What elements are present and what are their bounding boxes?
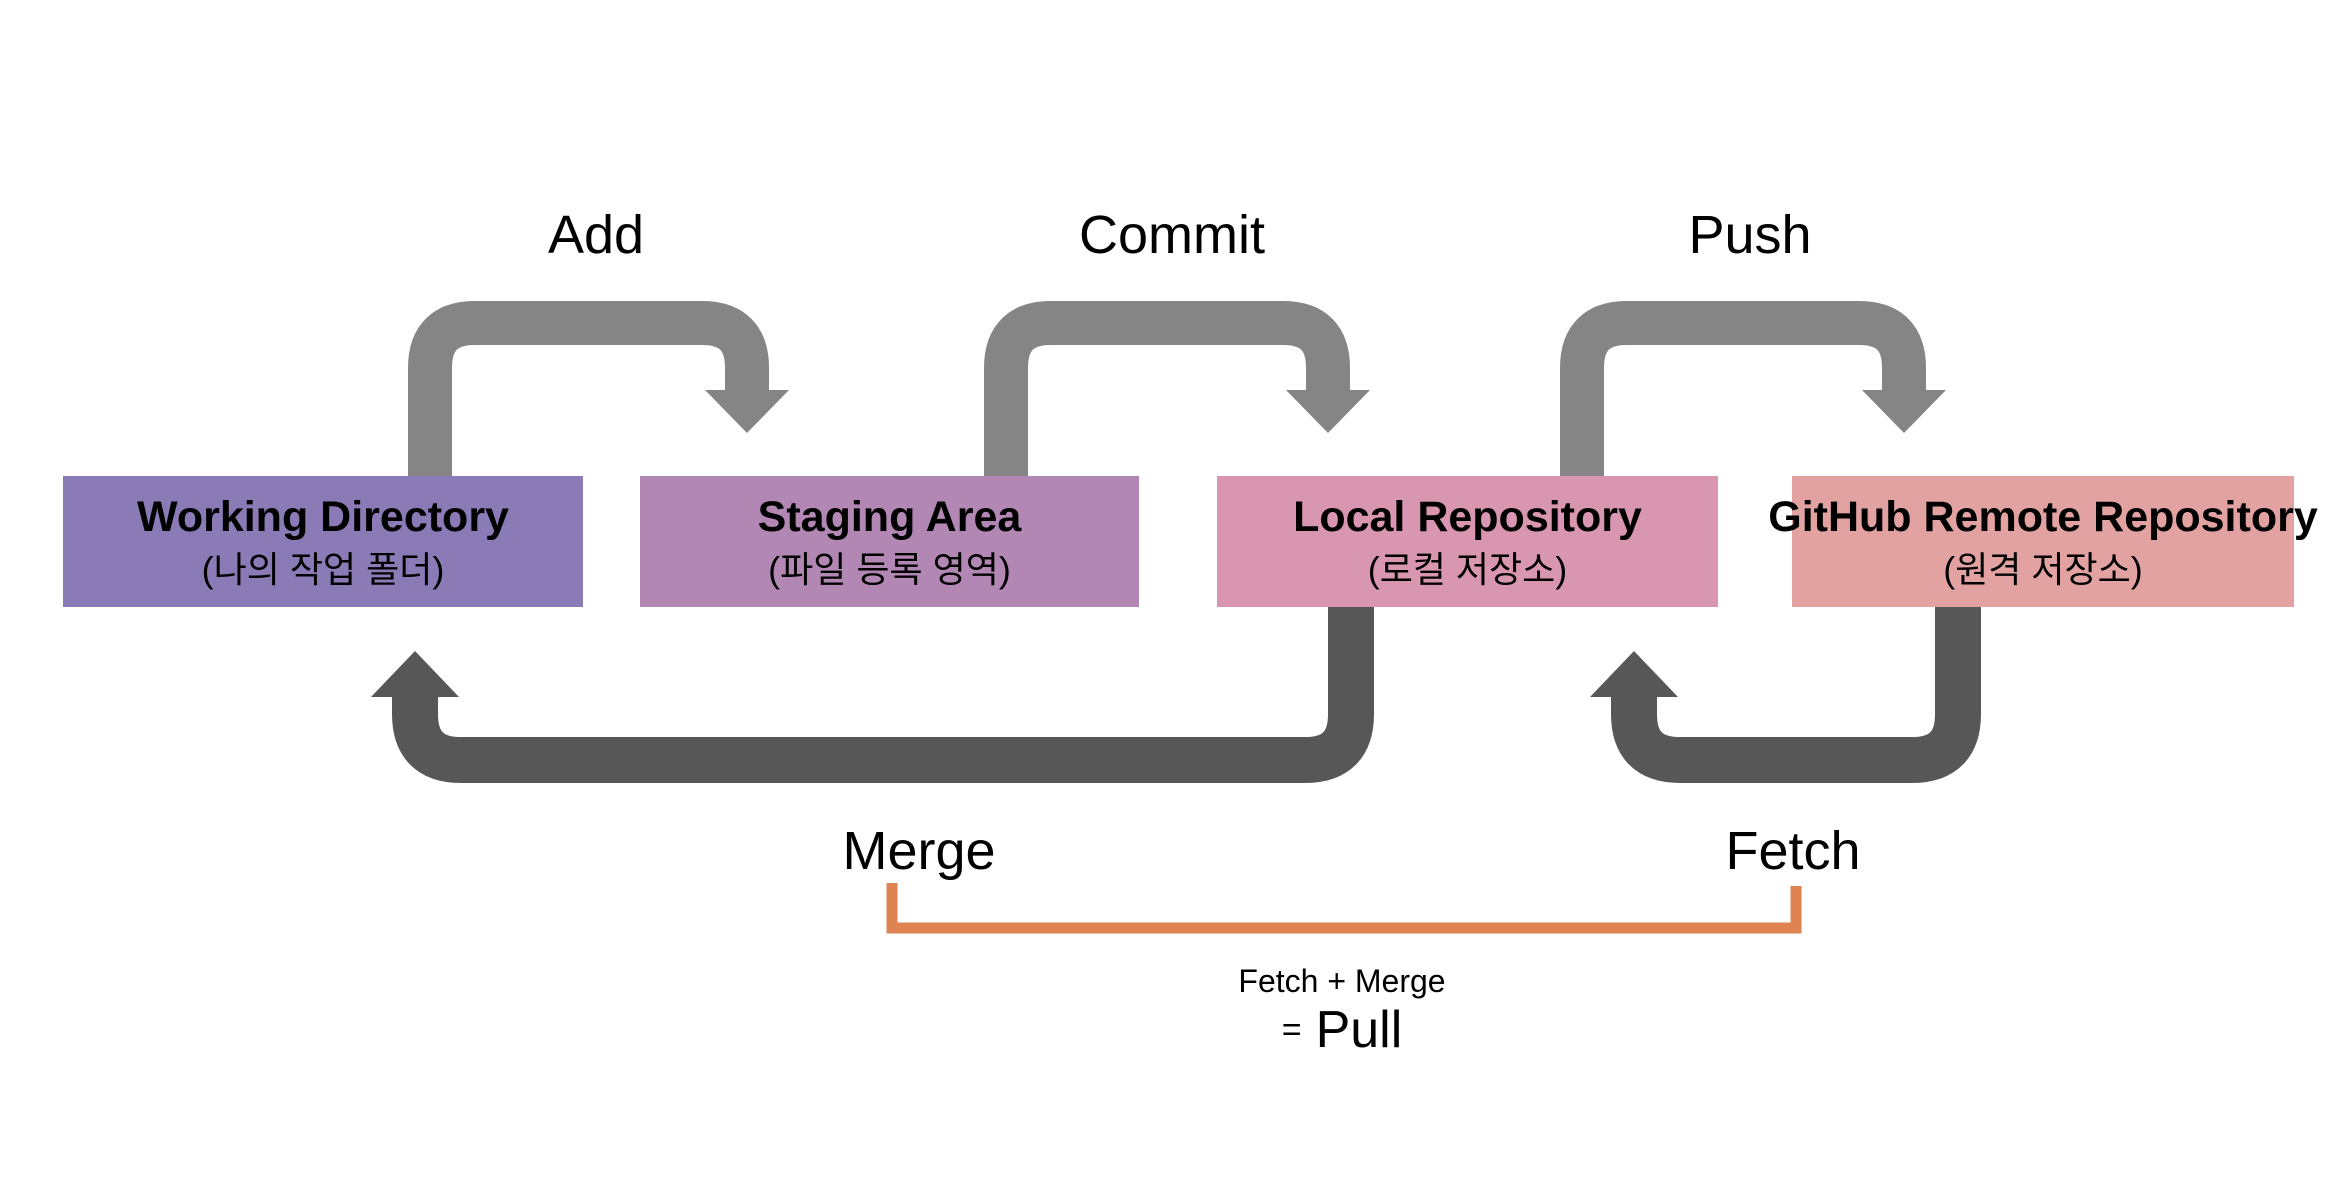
fetch-label: Fetch <box>1725 821 1861 881</box>
pull-annotation: Fetch + Merge = Pull <box>1238 962 1445 1056</box>
commit-arrowhead-icon <box>1286 390 1370 433</box>
merge-arrow <box>371 605 1374 783</box>
box-title: Working Directory <box>137 492 509 541</box>
push-arrow-shaft <box>1560 301 1926 478</box>
local-repository-box: Local Repository (로컬 저장소) <box>1217 476 1718 607</box>
staging-area-box: Staging Area (파일 등록 영역) <box>640 476 1139 607</box>
box-subtitle: (파일 등록 영역) <box>768 548 1011 590</box>
push-arrowhead-icon <box>1862 390 1946 433</box>
merge-arrowhead-icon <box>371 651 459 697</box>
add-arrow <box>408 301 789 478</box>
fetch-arrow <box>1590 605 1981 783</box>
commit-label: Commit <box>1079 205 1265 265</box>
push-label: Push <box>1688 205 1812 265</box>
box-subtitle: (원격 저장소) <box>1943 548 2143 590</box>
push-arrow <box>1560 301 1946 478</box>
commit-arrow-shaft <box>984 301 1350 478</box>
fetch-arrowhead-icon <box>1590 651 1678 697</box>
add-arrow-shaft <box>408 301 769 478</box>
fetch-arrow-shaft <box>1611 605 1981 783</box>
commit-arrow <box>984 301 1370 478</box>
pull-result-line: = Pull <box>1282 1004 1403 1056</box>
add-arrowhead-icon <box>705 390 789 433</box>
box-title: Local Repository <box>1293 492 1642 541</box>
add-label: Add <box>547 205 645 265</box>
working-directory-box: Working Directory (나의 작업 폴더) <box>63 476 583 607</box>
pull-equals-sign: = <box>1281 1011 1302 1050</box>
pull-result: Pull <box>1315 1001 1403 1060</box>
box-subtitle: (나의 작업 폴더) <box>201 548 445 590</box>
merge-label: Merge <box>842 821 996 881</box>
pull-bracket <box>886 883 1802 934</box>
github-remote-repository-box: GitHub Remote Repository (원격 저장소) <box>1768 476 2318 607</box>
merge-arrow-shaft <box>392 605 1374 783</box>
box-title: Staging Area <box>757 492 1022 541</box>
box-title: GitHub Remote Repository <box>1768 492 2318 541</box>
box-subtitle: (로컬 저장소) <box>1367 548 1568 590</box>
pull-formula: Fetch + Merge <box>1238 963 1446 999</box>
